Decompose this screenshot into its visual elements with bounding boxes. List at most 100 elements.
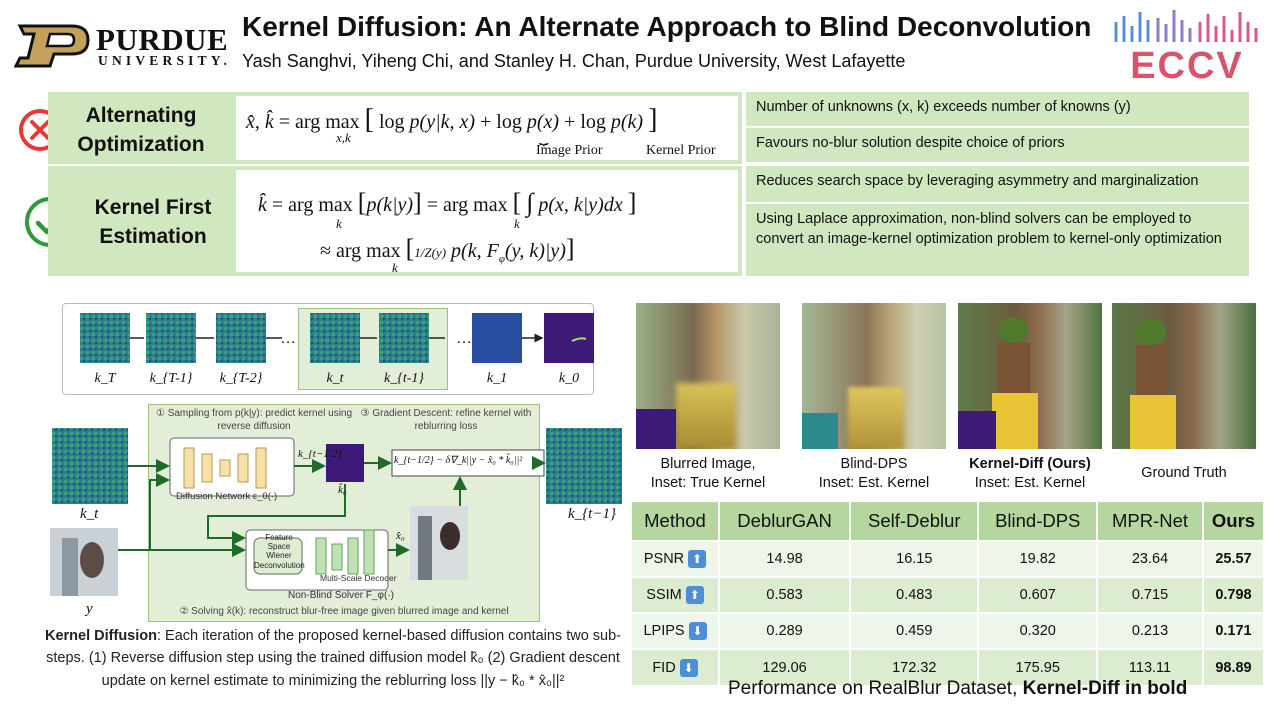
wiener-label: Feature Space Wiener Deconvolution [254,533,305,570]
blind-dps-image [802,303,946,449]
table-cell-best: 25.57 [1202,540,1263,577]
image-prior-label: Image Prior [536,143,603,158]
table-cell: 0.715 [1097,576,1204,613]
column-header: Method [632,502,721,541]
table-cell: 23.64 [1097,540,1204,577]
step3-label: ③ Gradient Descent: refine kernel with r… [360,408,532,432]
table-cell-best: 0.798 [1202,576,1263,613]
caption-bold: Kernel Diffusion [45,628,157,644]
table-row: LPIPS⬇ 0.289 0.459 0.320 0.213 0.171 [632,612,1263,649]
x-hat-label: x̂₀ [396,530,405,542]
true-kernel-inset [636,409,676,449]
column-header: MPR-Net [1097,502,1204,541]
table-cell: 14.98 [719,540,852,577]
metric-cell: FID⬇ [632,648,721,685]
label-line: Alternating [85,104,197,127]
diagram-caption: Kernel Diffusion: Each iteration of the … [44,625,622,692]
caption-line: Inset: Est. Kernel [818,474,930,491]
chain-label: k_1 [486,371,508,386]
caption-line: Inset: True Kernel [650,474,766,491]
kernel-first-equation: k̂ = arg max [p(k|y)] = arg max [ ∫ p(x,… [258,188,637,217]
metric-cell: SSIM⬆ [632,576,721,613]
alternating-optimization-label: Alternating Optimization [60,101,222,160]
caption-line: Inset: Est. Kernel [974,474,1086,491]
column-header: Blind-DPS [978,502,1099,541]
ground-truth-image [1112,303,1256,449]
metric-cell: PSNR⬆ [632,540,721,577]
kernel-noise-image [310,313,360,363]
kernel-noise-image [146,313,196,363]
table-cell: 16.15 [850,540,980,577]
note-no-blur: Favours no-blur solution despite choice … [746,128,1249,162]
note-laplace: Using Laplace approximation, non-blind s… [746,204,1249,276]
column-header: Self-Deblur [850,502,980,541]
table-cell: 0.483 [850,576,980,613]
skyline-icon [1114,10,1258,42]
table-cell: 172.32 [850,648,980,685]
kernel-chain [80,313,594,363]
metric-name: FID [652,659,676,676]
eccv-wordmark: ECCV [1130,45,1244,84]
alternating-label-box [48,92,232,164]
ellipsis-label: … [456,330,472,347]
kernel-clean-image [544,313,594,363]
chain-label: k_t [326,371,344,386]
kernel-noise-image [472,313,522,363]
table-cell: 19.82 [978,540,1099,577]
table-cell: 175.95 [978,648,1099,685]
table-row: PSNR⬆ 14.98 16.15 19.82 23.64 25.57 [632,540,1263,577]
k-half-label: k_{t−1/2} [298,448,342,460]
down-arrow-icon: ⬇ [679,658,698,677]
output-kernel-image [546,428,622,504]
table-cell-best: 0.171 [1202,612,1263,649]
k-hat-label: k̂₀ [338,484,347,496]
eccv-logo: ECCV [1114,10,1258,84]
caption-line: Blind-DPS [840,456,908,472]
up-arrow-icon: ⬆ [688,550,707,568]
label-line: Optimization [77,133,205,157]
step1-label: ① Sampling from p(k|y): predict kernel u… [155,408,353,432]
alternating-equation: x̂, k̂ = arg max [ log p(y|k, x) + log p… [246,104,658,135]
caption-kernel-diff: Kernel-Diff (Ours) Inset: Est. Kernel [952,455,1108,493]
purdue-p-logo [14,24,90,68]
caption-blurred: Blurred Image, Inset: True Kernel [636,455,780,493]
column-header: DeblurGAN [719,502,852,541]
poster-title: Kernel Diffusion: An Alternate Approach … [242,11,1092,42]
metric-cell: LPIPS⬇ [632,612,721,649]
diffusion-network-label: Diffusion Network ε_θ(·) [176,491,278,502]
note-unknowns: Number of unknowns (x, k) exceeds number… [746,92,1249,126]
metric-name: SSIM [646,586,682,603]
equation-inner-2 [236,170,738,272]
chain-label: k_T [94,371,116,386]
caption-bold: Kernel-Diff in bold [1022,678,1188,699]
table-cell: 0.289 [719,612,852,649]
update-rule: k_{t−1/2} − δ∇_k||y − x̂₀ * k̂₀||² [394,455,523,466]
ellipsis-label: … [280,330,296,347]
purdue-wordmark: PURDUE [96,22,229,57]
metric-name: LPIPS [643,622,685,639]
table-cell: 0.583 [719,576,852,613]
table-cell: 0.213 [1097,612,1204,649]
note-search-space: Reduces search space by leveraging asymm… [746,166,1249,202]
authors: Yash Sanghvi, Yiheng Chi, and Stanley H.… [242,51,906,71]
caption-ground-truth: Ground Truth [1141,465,1227,481]
est-kernel-inset [958,411,996,449]
caption-line: Kernel-Diff (Ours) [969,456,1091,472]
blurred-image [636,303,780,449]
est-kernel-inset [802,413,838,449]
table-row: SSIM⬆ 0.583 0.483 0.607 0.715 0.798 [632,576,1263,613]
table-cell-best: 98.89 [1202,648,1263,685]
table-caption: Performance on RealBlur Dataset, Kernel-… [728,678,1187,700]
university-wordmark: UNIVERSITY. [98,53,232,68]
input-kt-label: k_t [80,506,99,522]
caption-text: : Each iteration of the proposed kernel-… [46,628,621,689]
iteration-diagram [50,428,622,596]
chain-label: k_0 [558,371,580,386]
table-cell: 113.11 [1097,648,1204,685]
chain-label: k_{t-1} [384,371,424,386]
column-header: Ours [1202,502,1263,541]
down-arrow-icon: ⬇ [688,622,707,640]
equation-inner-1 [236,96,738,160]
up-arrow-icon: ⬆ [685,586,704,604]
chain-label: k_{T-1} [149,371,193,386]
